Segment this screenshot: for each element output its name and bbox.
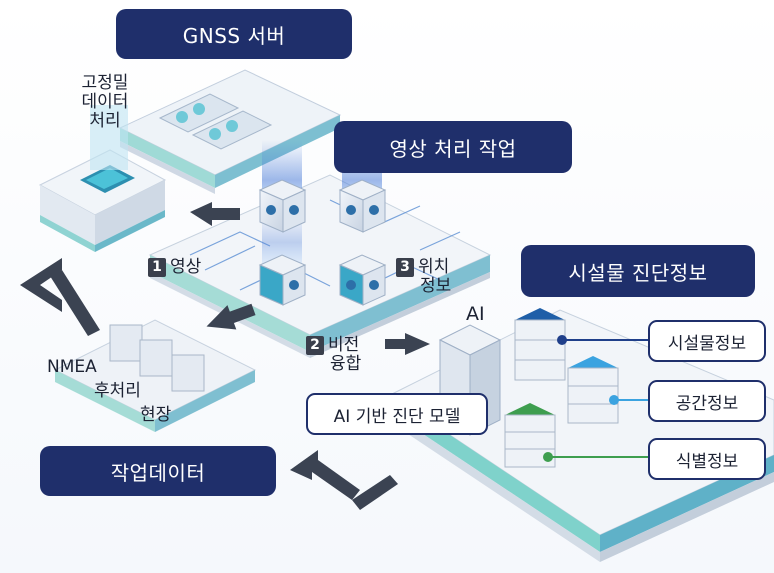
ai-label: AI: [466, 303, 485, 325]
field-site-platform: [53, 319, 257, 432]
gnss-server-title: GNSS 서버: [116, 9, 352, 59]
connector-dot-green: [543, 452, 553, 462]
identification-info-box: 식별정보: [648, 438, 766, 480]
flow-arrows: [20, 202, 430, 510]
arrow-icon: [385, 333, 430, 355]
arrow-icon: [290, 450, 360, 500]
video-processing-title: 영상 처리 작업: [334, 121, 572, 173]
step-2-badge: 2: [306, 336, 324, 355]
step-3-badge: 3: [396, 258, 414, 277]
facility-info-box: 시설물정보: [648, 320, 766, 362]
arrow-icon: [352, 475, 398, 510]
arrow-icon: [50, 270, 100, 336]
server-card-1: [158, 93, 240, 133]
vision-cube: [258, 254, 307, 306]
server-card-2: [191, 110, 273, 150]
arrow-icon: [206, 303, 256, 330]
connector-dot-dark-blue: [557, 335, 567, 345]
step-1-badge: 1: [148, 258, 166, 277]
work-data-title: 작업데이터: [40, 446, 276, 496]
connector-dot-light-blue: [609, 395, 619, 405]
arrow-icon: [190, 202, 240, 226]
ai-model-box: AI 기반 진단 모델: [306, 393, 488, 435]
site-label: 현장: [140, 405, 172, 425]
chip-block: [38, 105, 167, 252]
spatial-info-box: 공간정보: [648, 380, 766, 422]
facility-diagnostics-title: 시설물 진단정보: [521, 245, 755, 297]
server-stack-blue-dark: [514, 308, 566, 381]
postprocess-label: 후처리: [94, 381, 141, 401]
central-platform: [148, 174, 492, 358]
server-stack-blue-light: [567, 356, 619, 424]
vision-cube: [338, 179, 387, 233]
vision-cube: [338, 254, 387, 306]
arrow-icon: [20, 258, 62, 312]
vision-cube: [258, 179, 307, 233]
nmea-label: NMEA: [47, 357, 97, 377]
